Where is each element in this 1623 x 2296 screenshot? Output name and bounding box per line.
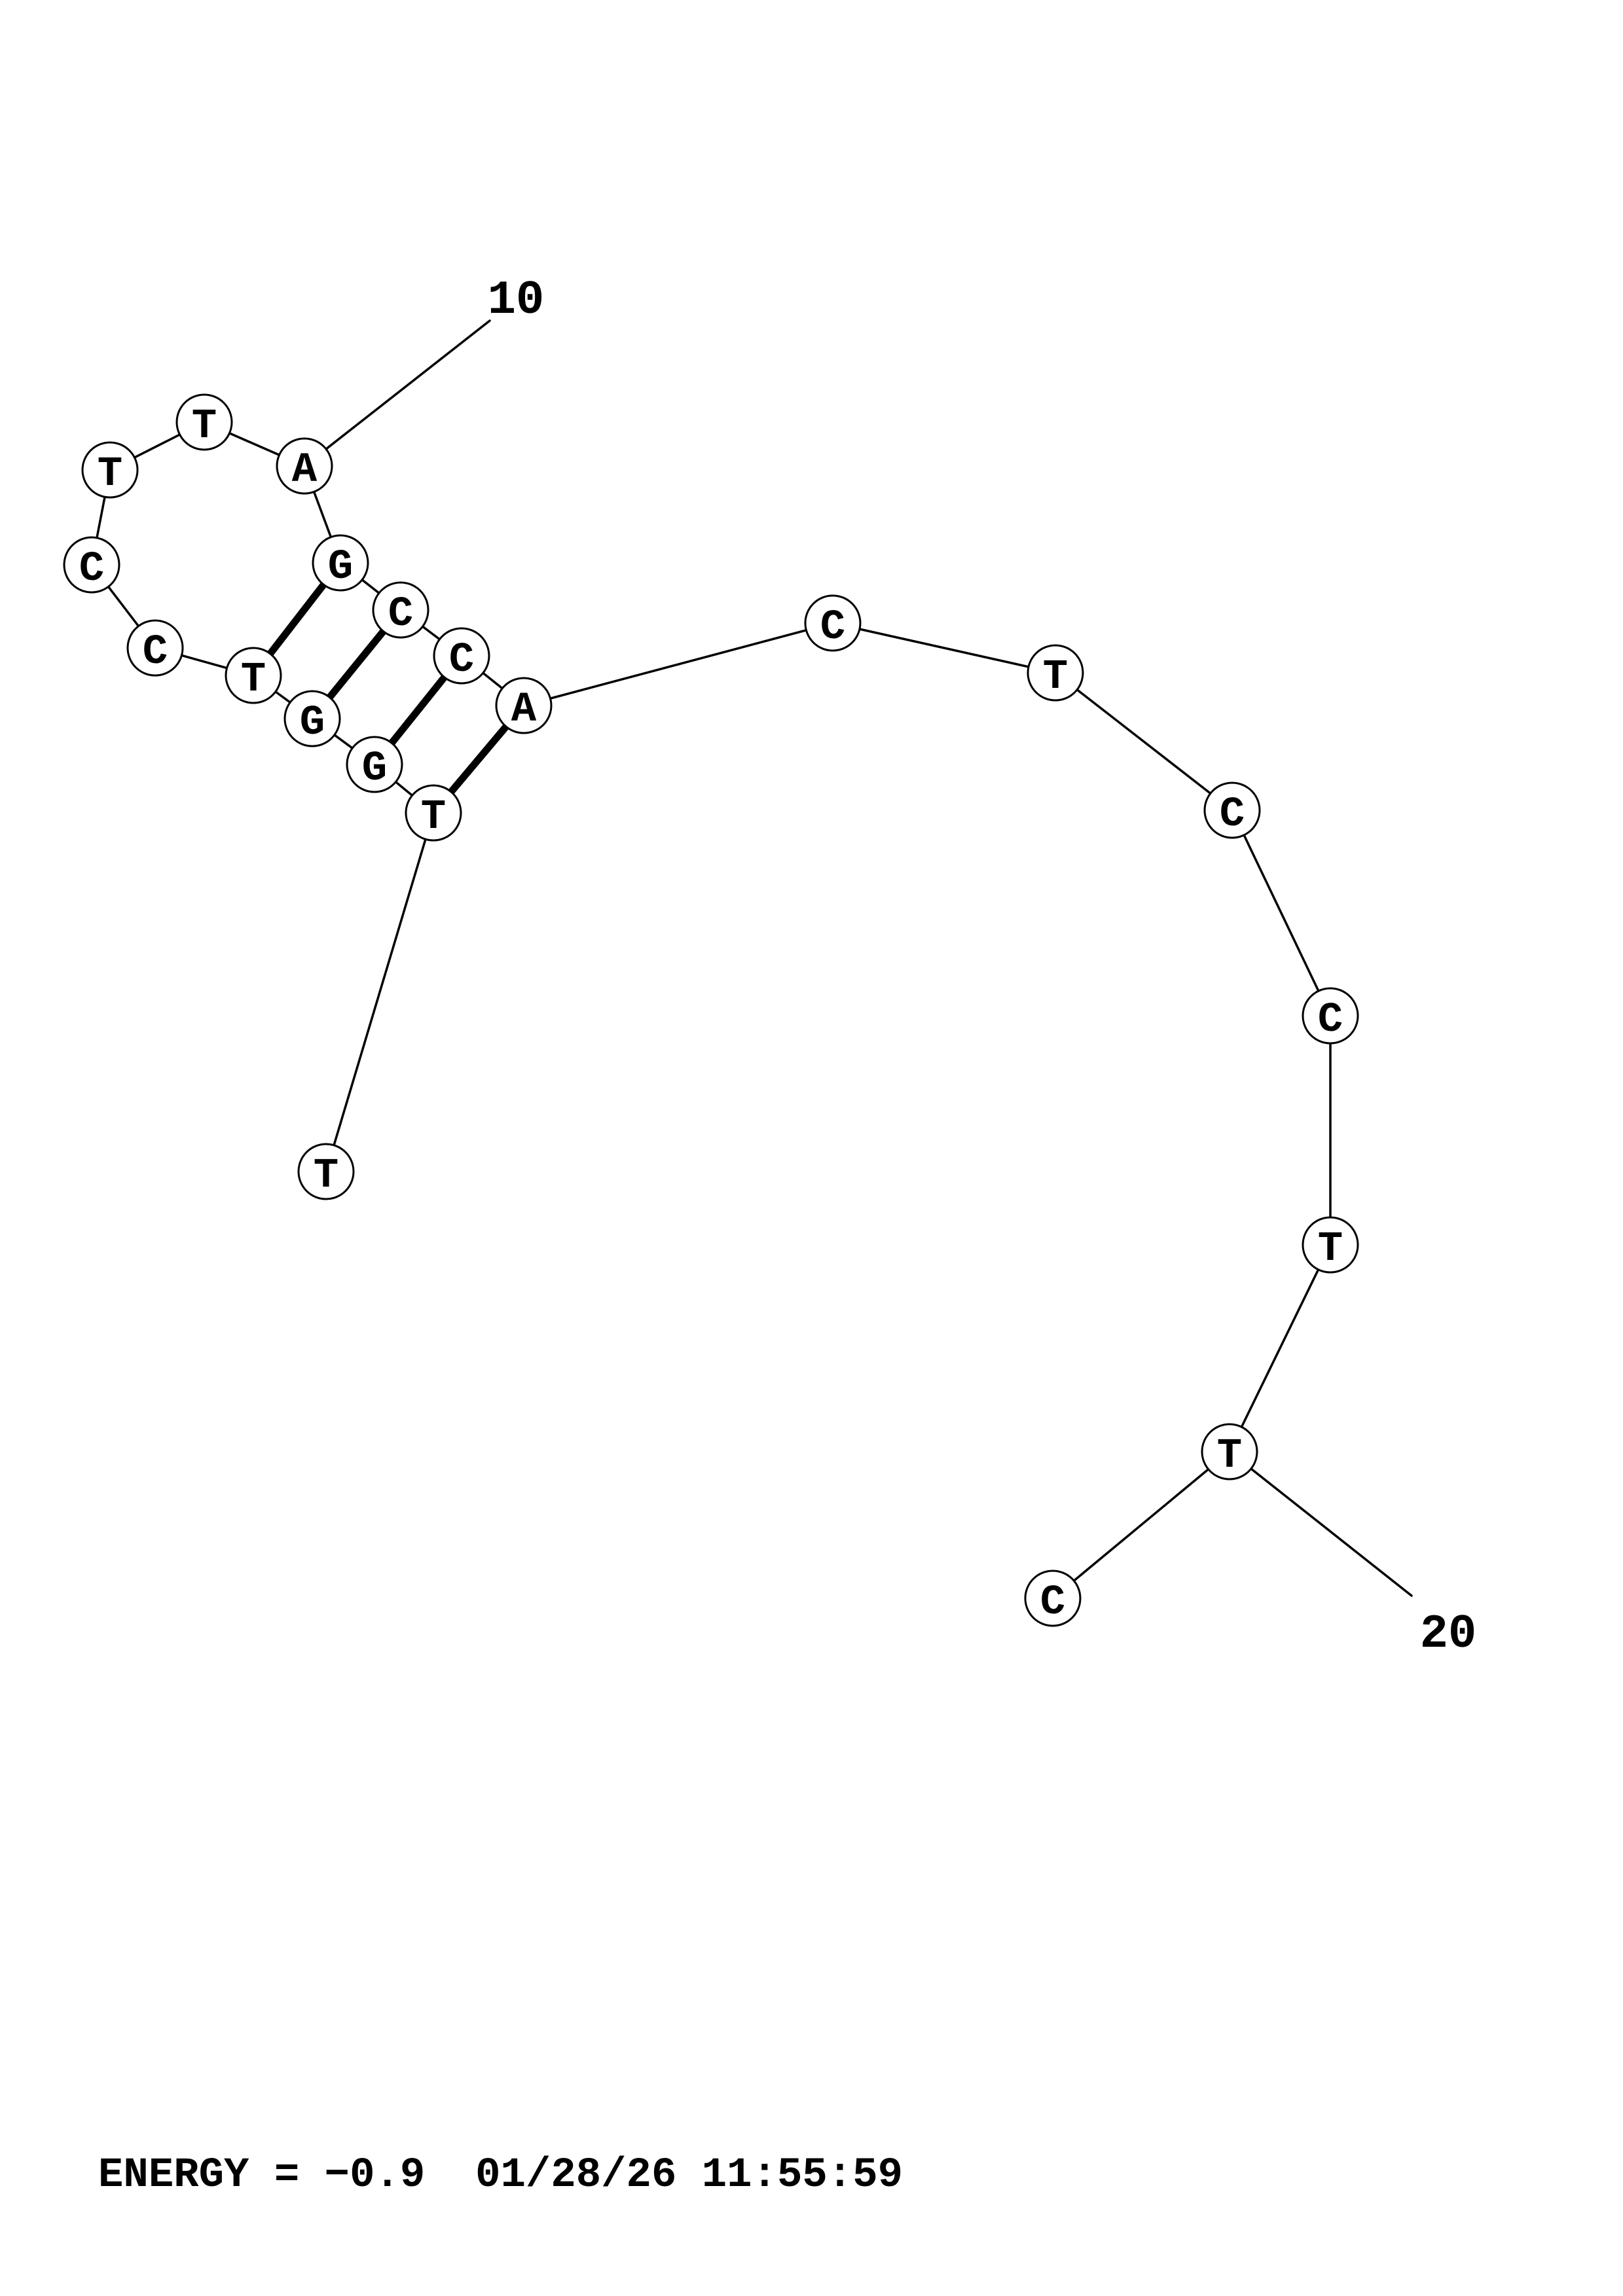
nucleotide-circle-18 bbox=[1302, 987, 1359, 1045]
nucleotide-circle-7 bbox=[63, 536, 120, 594]
backbone-bond bbox=[1228, 1244, 1332, 1453]
nucleotide-base-16: T bbox=[1043, 654, 1068, 701]
nucleotide-base-2: T bbox=[421, 794, 446, 841]
backbone-bond bbox=[831, 622, 1057, 674]
nucleotide-base-1: T bbox=[314, 1153, 338, 1200]
nucleotide-base-21: C bbox=[1040, 1579, 1065, 1626]
nucleotide-circle-3 bbox=[346, 736, 403, 793]
nucleotide-circle-6 bbox=[126, 619, 184, 677]
backbone-bond bbox=[325, 812, 435, 1173]
sequence-index-label-10: 10 bbox=[488, 274, 544, 327]
nucleotide-base-15: C bbox=[820, 604, 845, 651]
nucleotide-circle-2 bbox=[405, 784, 462, 842]
nucleotide-base-3: G bbox=[362, 745, 387, 793]
index-label-line bbox=[303, 319, 491, 467]
backbone-bond bbox=[1231, 809, 1332, 1017]
nucleotide-circle-9 bbox=[175, 393, 233, 451]
nucleotide-circle-16 bbox=[1027, 644, 1084, 702]
nucleotide-base-5: T bbox=[241, 656, 266, 704]
nucleotide-circle-1 bbox=[297, 1143, 355, 1200]
nucleotide-base-7: C bbox=[79, 546, 104, 593]
nucleotide-base-18: C bbox=[1318, 997, 1343, 1044]
nucleotide-base-20: T bbox=[1217, 1433, 1242, 1480]
nucleotide-circle-5 bbox=[225, 647, 282, 704]
backbone-bond bbox=[522, 622, 834, 707]
nucleotide-base-14: A bbox=[511, 687, 537, 734]
nucleotide-circle-12 bbox=[372, 581, 429, 639]
nucleotide-circle-8 bbox=[81, 441, 139, 499]
nucleotide-circle-13 bbox=[433, 627, 490, 685]
nucleotide-circle-11 bbox=[312, 534, 369, 592]
nucleotide-base-11: G bbox=[328, 544, 353, 591]
nucleotide-circle-4 bbox=[283, 690, 341, 747]
sequence-index-label-20: 20 bbox=[1420, 1607, 1476, 1661]
nucleotide-base-17: C bbox=[1220, 791, 1245, 838]
nucleotide-base-19: T bbox=[1318, 1226, 1343, 1273]
energy-timestamp-text: ENERGY = −0.9 01/28/26 11:55:59 bbox=[98, 2152, 903, 2199]
nucleotide-circle-14 bbox=[495, 677, 553, 734]
nucleotide-base-13: C bbox=[449, 637, 474, 684]
backbone-bond bbox=[1051, 1450, 1231, 1600]
nucleotide-base-4: G bbox=[300, 700, 325, 747]
nucleotide-circle-10 bbox=[276, 437, 333, 495]
index-label-line bbox=[1228, 1450, 1413, 1597]
nucleotide-base-9: T bbox=[192, 403, 217, 450]
nucleotide-base-10: A bbox=[292, 447, 318, 494]
nucleotide-base-6: C bbox=[143, 629, 168, 676]
nucleotide-circle-17 bbox=[1203, 781, 1261, 839]
nucleotide-circle-20 bbox=[1201, 1423, 1258, 1480]
backbone-bond bbox=[1054, 672, 1233, 812]
nucleotide-base-12: C bbox=[388, 591, 413, 638]
nucleotide-base-8: T bbox=[98, 451, 122, 498]
nucleotide-circle-19 bbox=[1302, 1216, 1359, 1274]
nucleotide-circle-15 bbox=[804, 594, 862, 652]
nucleotide-circle-21 bbox=[1024, 1570, 1082, 1627]
